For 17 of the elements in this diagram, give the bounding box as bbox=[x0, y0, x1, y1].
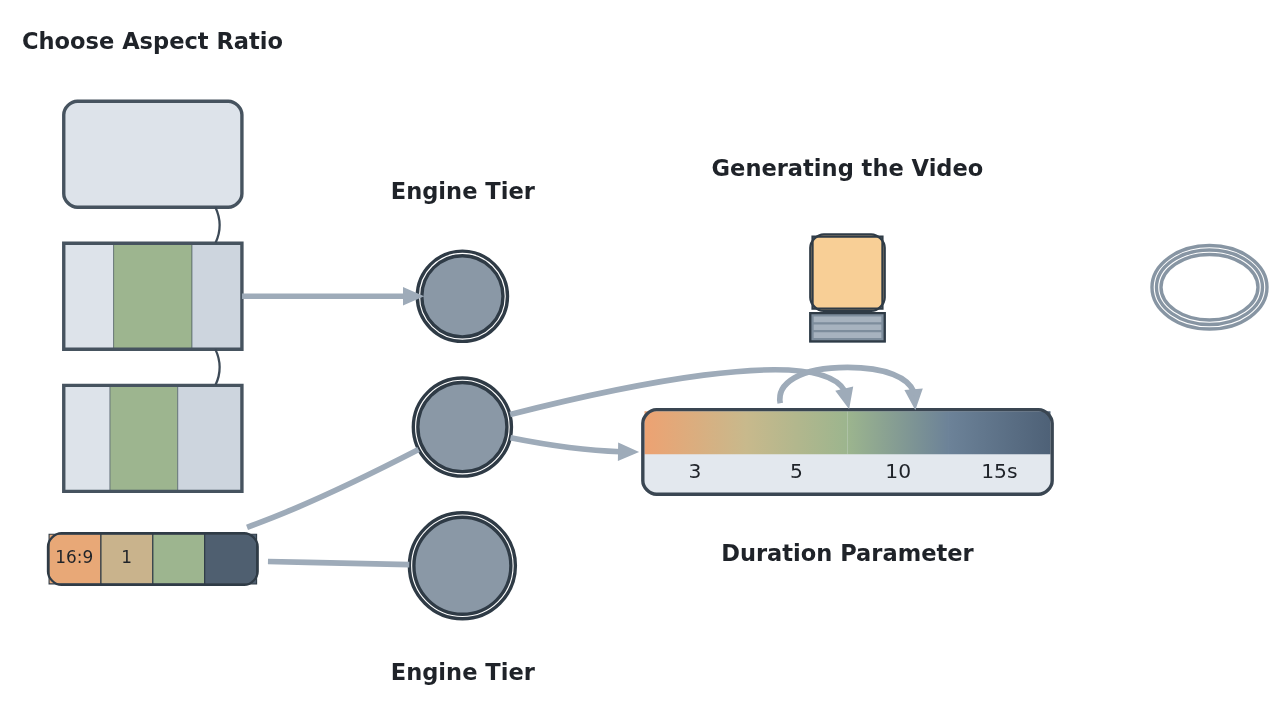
connector bbox=[214, 348, 221, 386]
connector bbox=[267, 558, 410, 568]
connector bbox=[214, 206, 221, 244]
node-picture bbox=[411, 376, 514, 478]
node-label: Engine Tier bbox=[390, 658, 535, 685]
node-picture bbox=[415, 249, 510, 344]
node-picture bbox=[1150, 243, 1269, 331]
node-label: Engine Tier bbox=[390, 178, 535, 205]
node-label: Generating the Video bbox=[711, 154, 984, 181]
node-picture bbox=[407, 511, 518, 621]
arrow bbox=[509, 435, 640, 461]
label: Choose Aspect Ratio bbox=[22, 28, 284, 55]
connector bbox=[246, 447, 420, 530]
arrow bbox=[509, 367, 854, 418]
node-box bbox=[62, 99, 244, 209]
node-label: Duration Parameter bbox=[721, 540, 974, 567]
arrow bbox=[242, 287, 425, 306]
